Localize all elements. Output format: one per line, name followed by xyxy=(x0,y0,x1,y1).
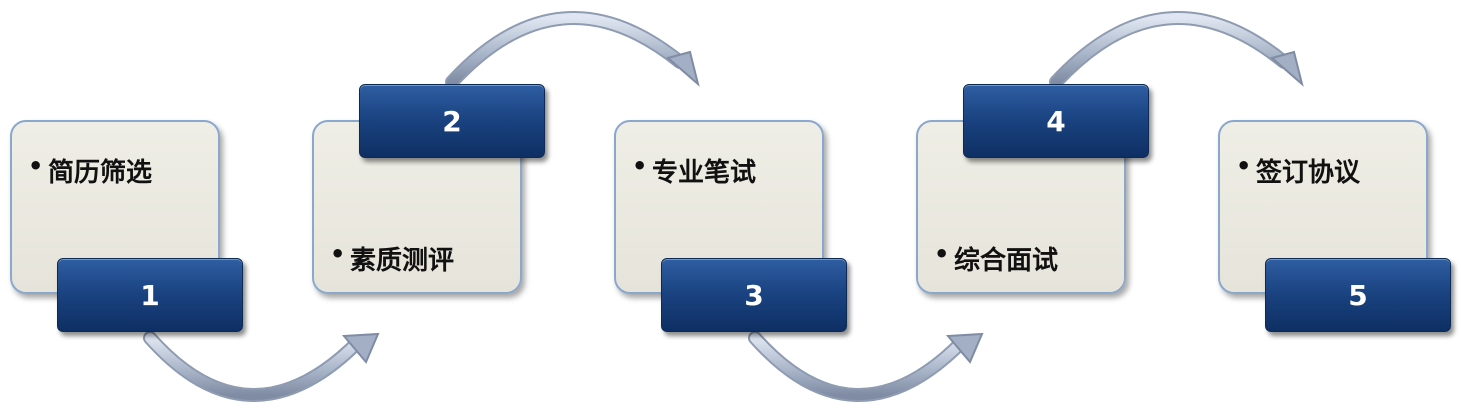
step-label-text: 简历筛选 xyxy=(48,158,153,188)
step-label-2: • 素质测评 xyxy=(330,240,455,277)
step-label-text: 素质测评 xyxy=(350,246,455,276)
step-number-badge-1: 1 xyxy=(57,258,243,332)
step-label-text: 专业笔试 xyxy=(652,158,757,188)
step-number-badge-4: 4 xyxy=(963,84,1149,158)
arrow-step1-to-step2 xyxy=(143,331,380,402)
step-label-text: 综合面试 xyxy=(954,246,1059,276)
step-label-3: • 专业笔试 xyxy=(632,152,757,189)
arrow-step2-to-step3 xyxy=(445,11,700,89)
step-number-badge-3: 3 xyxy=(661,258,847,332)
bullet: • xyxy=(632,152,648,180)
step-number-badge-5: 5 xyxy=(1265,258,1451,332)
step-label-5: • 签订协议 xyxy=(1236,152,1361,189)
step-label-text: 签订协议 xyxy=(1256,158,1361,188)
bullet: • xyxy=(934,240,950,268)
step-label-1: • 简历筛选 xyxy=(28,152,153,189)
step-number-badge-2: 2 xyxy=(359,84,545,158)
bullet: • xyxy=(1236,152,1252,180)
arrow-step3-to-step4 xyxy=(748,331,984,402)
arrow-step4-to-step5 xyxy=(1049,11,1304,89)
bullet: • xyxy=(28,152,44,180)
step-label-4: • 综合面试 xyxy=(934,240,1059,277)
bullet: • xyxy=(330,240,346,268)
